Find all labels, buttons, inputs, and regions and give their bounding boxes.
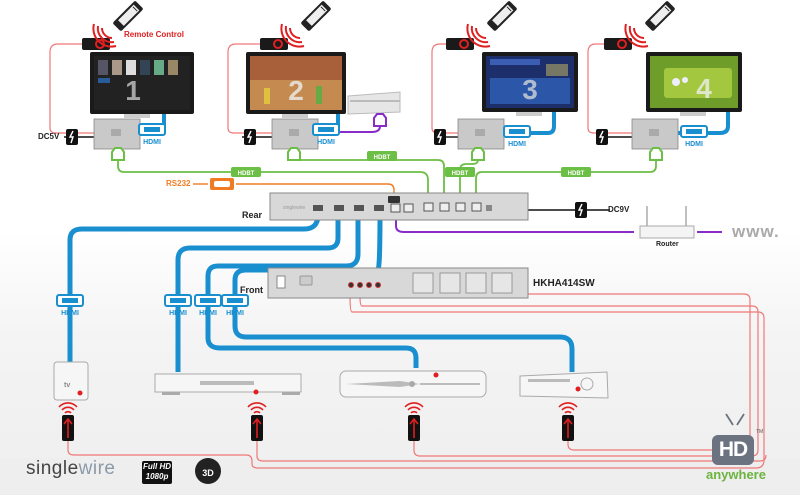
power-supply-icon <box>65 128 79 146</box>
3d-badge: 3D <box>195 458 221 484</box>
rs232-connector <box>210 178 234 190</box>
model-label: HKHA414SW <box>533 278 595 289</box>
tv-3: 3 <box>482 52 578 116</box>
rear-label: Rear <box>242 210 263 220</box>
footer-band <box>0 458 800 495</box>
ir-emitter-icon <box>250 414 264 442</box>
ir-cable-4 <box>587 43 632 134</box>
ir-receiver-eye-icon <box>603 37 633 51</box>
hdmi-icon <box>312 123 340 147</box>
remote-control-icon <box>643 0 677 33</box>
tv-4: 4 <box>646 52 742 116</box>
ir-receiver-eye-icon <box>445 37 475 51</box>
hdmi-cable-xbox-up <box>232 211 383 300</box>
hdmi-cable-sky <box>205 300 419 368</box>
xbox-360-device <box>519 371 609 399</box>
hd-tv-icon: HD <box>712 435 754 465</box>
remote-control-icon <box>299 0 333 33</box>
rs232-cable <box>193 183 395 196</box>
front-label: Front <box>240 285 263 295</box>
matrix-front-panel <box>267 267 529 299</box>
hdbaset-badge <box>367 151 397 161</box>
tv-1: 1 <box>90 52 194 118</box>
ir-emitter-icon <box>561 414 575 442</box>
svg-text:singlewire: singlewire <box>283 205 305 211</box>
hdbt-cable-1 <box>117 152 429 205</box>
ethernet-plug-icon <box>373 113 387 127</box>
hdmi-icon <box>56 294 84 318</box>
rj45-plug-icon <box>287 147 301 161</box>
dc9v-label: DC9V <box>608 205 630 214</box>
remote-control-icon <box>485 0 519 33</box>
svg-text:4: 4 <box>696 73 712 104</box>
apple-tv-device <box>53 361 89 401</box>
svg-text:1: 1 <box>125 75 141 106</box>
rj45-plug-icon <box>471 147 485 161</box>
dc5v-label: DC5V <box>38 132 60 141</box>
apple-tv-label: tv <box>64 382 71 389</box>
matrix-rear-panel: singlewire <box>269 192 529 221</box>
receiver-3 <box>457 118 505 150</box>
ir-receiver-eye-icon <box>259 37 289 51</box>
singlewire-logo: singlewire <box>26 458 116 479</box>
ir-waves-icon <box>558 402 578 414</box>
tv-2: 2 <box>246 52 346 118</box>
hdmi-source-cables <box>67 211 575 372</box>
ir-waves-icon <box>404 402 424 414</box>
ir-cable-3 <box>431 43 458 134</box>
rj45-plug-icon <box>111 147 125 161</box>
hdmi-icon <box>680 125 708 149</box>
remote-control-label: Remote Control <box>124 30 184 39</box>
receiver-2 <box>271 118 319 150</box>
rs232-label: RS232 <box>166 179 191 188</box>
power-supply-icon <box>433 128 447 146</box>
hdmi-cable-bluray <box>175 212 341 372</box>
ir-emitter-icon <box>61 414 75 442</box>
hdmi-cable-sky-up <box>205 212 361 300</box>
hdmi-cable-apple-tv <box>67 212 321 362</box>
satellite-receiver-device <box>339 370 487 398</box>
svg-text:2: 2 <box>288 75 304 106</box>
ps3-console <box>347 91 401 115</box>
svg-text:3: 3 <box>522 74 538 105</box>
bluray-player-device <box>154 373 302 395</box>
router-label: Router <box>656 241 679 248</box>
hdmi-icon <box>138 123 166 147</box>
hdmi-cable-xbox <box>232 300 575 372</box>
power-supply-icon <box>595 128 609 146</box>
remote-control-icon <box>111 0 145 33</box>
ethernet-router <box>395 212 634 233</box>
hd-logo-antenna-icon <box>725 413 745 426</box>
router-icon <box>639 206 695 239</box>
hdmi-icon <box>164 294 192 318</box>
receiver-1 <box>93 118 141 150</box>
ir-cable-1 <box>49 43 94 134</box>
power-supply-icon <box>243 128 257 146</box>
ir-emitter-icon <box>407 414 421 442</box>
ir-waves-icon <box>58 402 78 414</box>
hdmi-icon <box>194 294 222 318</box>
rj45-plug-icon <box>649 147 663 161</box>
receiver-4 <box>631 118 679 150</box>
hdbaset-badge <box>445 167 475 177</box>
hdmi-icon <box>503 125 531 149</box>
hdbaset-badge <box>561 167 591 177</box>
www-label: www. <box>732 222 780 241</box>
ir-waves-icon <box>247 402 267 414</box>
hdmi-icon <box>221 294 249 318</box>
power-supply-icon <box>574 201 588 219</box>
hdbaset-badge <box>231 167 261 177</box>
ir-cable-2 <box>227 43 272 134</box>
